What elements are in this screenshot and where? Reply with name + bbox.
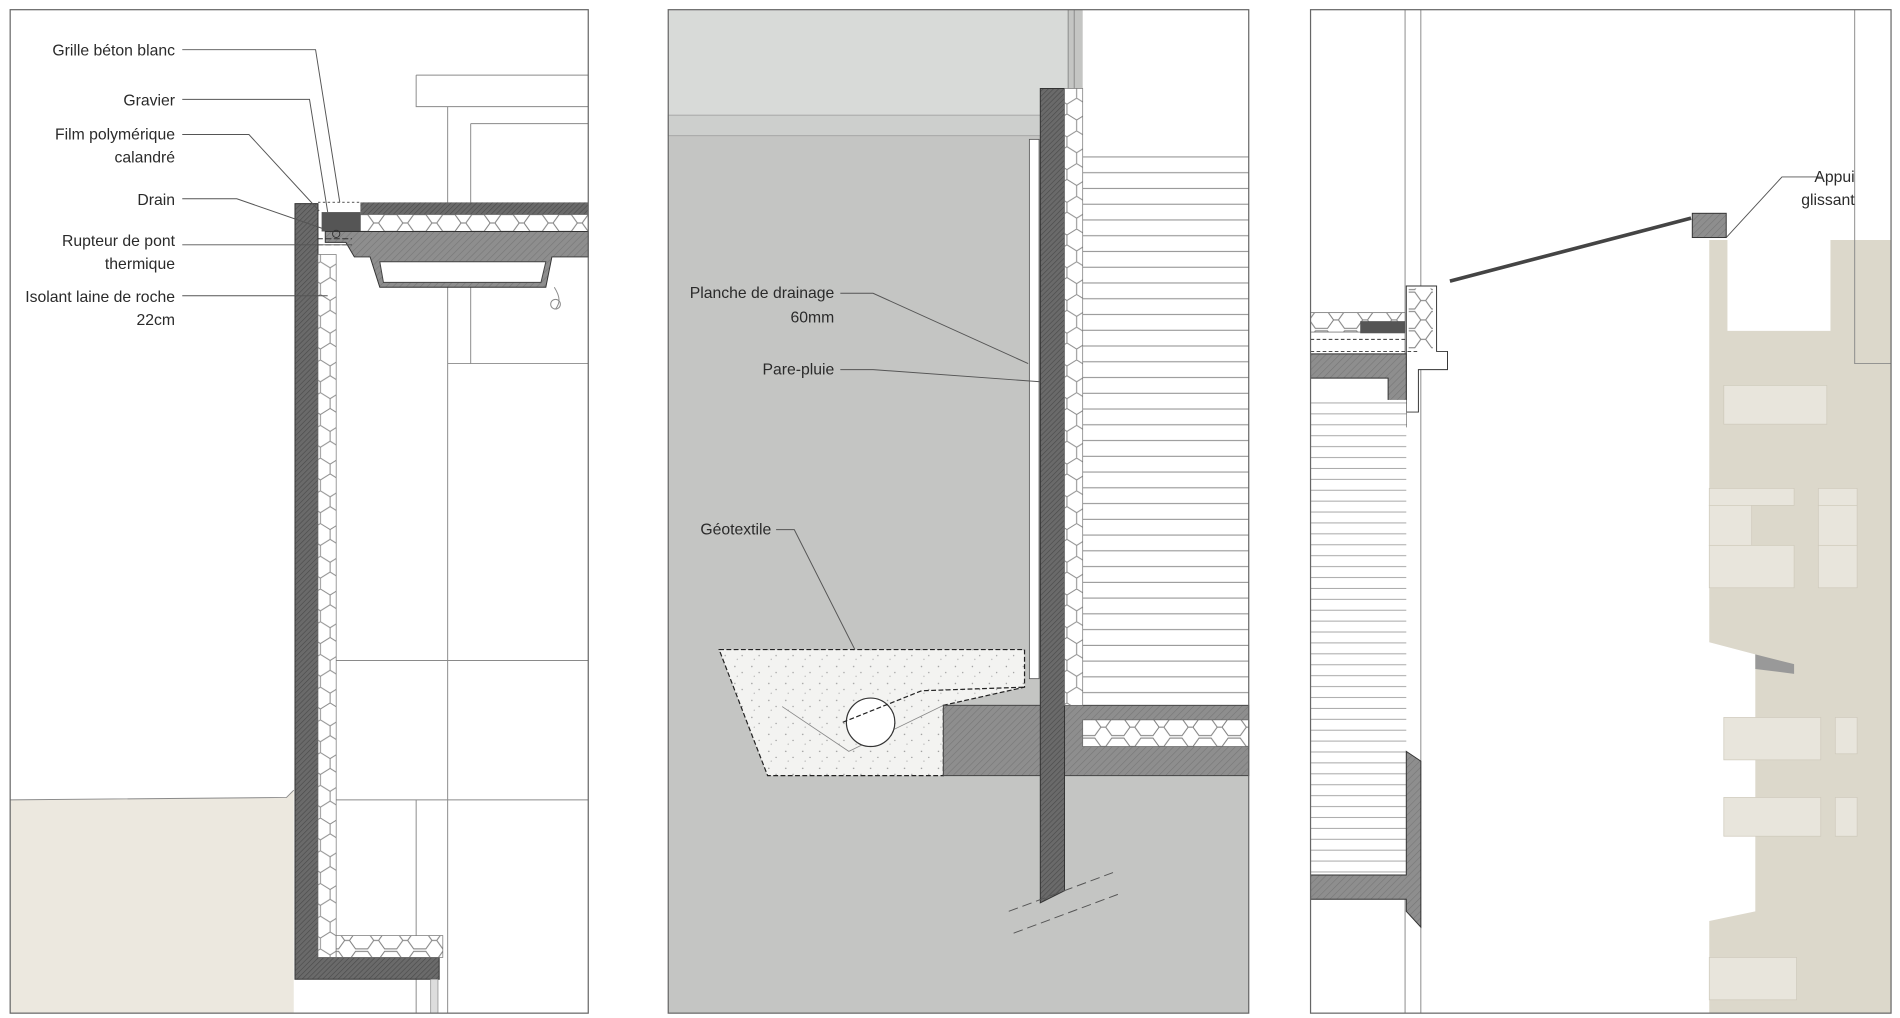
label-pare-pluie: Pare-pluie <box>762 361 834 378</box>
svg-text:thermique: thermique <box>105 256 175 273</box>
svg-text:Géotextile: Géotextile <box>700 521 771 538</box>
svg-text:22cm: 22cm <box>136 312 175 329</box>
svg-text:Isolant laine de roche: Isolant laine de roche <box>25 289 175 306</box>
label-grille-beton: Grille béton blanc <box>52 43 175 60</box>
label-film-polymerique: Film polymérique calandré <box>55 126 175 166</box>
drain-pipe <box>845 697 896 748</box>
svg-text:Film polymérique: Film polymérique <box>55 126 175 143</box>
drain-pipe <box>332 229 341 239</box>
wall-insulation <box>1064 88 1084 706</box>
ground-fill <box>10 790 294 1014</box>
svg-text:Planche de drainage: Planche de drainage <box>690 285 835 302</box>
sliding-support <box>1691 212 1727 239</box>
drainage-board <box>1028 138 1040 680</box>
label-planche-drainage: Planche de drainage 60mm <box>690 285 835 326</box>
siding <box>1082 155 1249 703</box>
label-gravier: Gravier <box>123 92 175 109</box>
glass-canopy <box>1449 216 1692 283</box>
siding <box>1310 399 1407 897</box>
panel-glass-canopy: Appui glissant <box>1309 9 1892 1014</box>
label-drain: Drain <box>137 192 175 209</box>
panel-foundation-drainage: Planche de drainage 60mm Pare-pluie Géot… <box>667 9 1250 1014</box>
roof-paving <box>360 202 589 215</box>
gravel-strip <box>321 212 361 232</box>
wall-insulation <box>317 254 337 958</box>
label-geotextile: Géotextile <box>700 521 771 538</box>
label-appui-glissant: Appui glissant <box>1801 169 1855 209</box>
svg-text:glissant: glissant <box>1801 192 1855 209</box>
svg-text:Appui: Appui <box>1814 169 1854 186</box>
svg-text:Drain: Drain <box>137 192 175 209</box>
svg-text:Pare-pluie: Pare-pluie <box>762 361 834 378</box>
svg-text:60mm: 60mm <box>790 309 834 326</box>
label-isolant: Isolant laine de roche 22cm <box>25 289 175 329</box>
foundation-wall <box>1039 87 1066 904</box>
label-rupteur: Rupteur de pont thermique <box>62 233 176 273</box>
panel-roof-parapet: Grille béton blanc Gravier Film polyméri… <box>9 9 589 1014</box>
svg-text:Gravier: Gravier <box>123 92 175 109</box>
svg-text:Rupteur de pont: Rupteur de pont <box>62 233 176 250</box>
svg-text:calandré: calandré <box>115 149 176 166</box>
roof-insulation <box>360 214 589 232</box>
svg-text:Grille béton blanc: Grille béton blanc <box>52 43 175 60</box>
